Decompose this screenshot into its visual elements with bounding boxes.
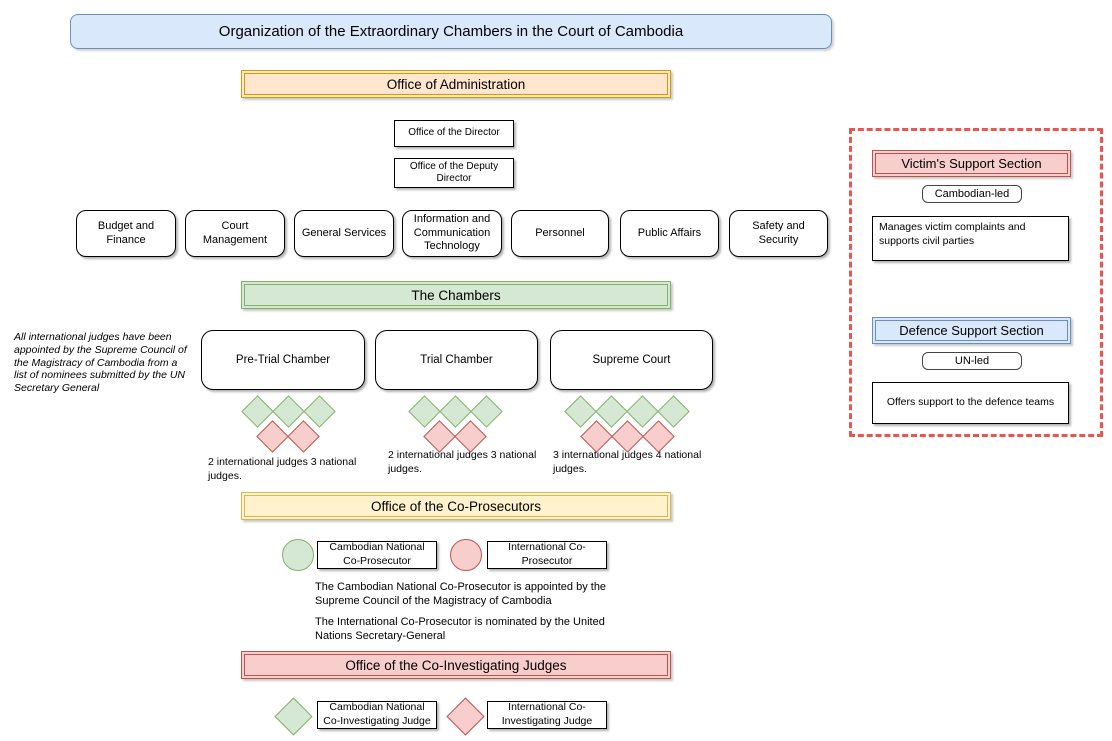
international-judge-diamond-icon [287,419,320,453]
supreme-court-box: Supreme Court [550,330,713,390]
department-safety-security: Safety and Security [729,210,828,257]
international-judge-diamond-icon [256,419,289,453]
pre-trial-chamber-box: Pre-Trial Chamber [201,330,365,390]
chambers-banner: The Chambers [241,281,671,309]
national-judge-diamond-icon [564,394,597,428]
department-public-affairs: Public Affairs [620,210,719,257]
pre-trial-judges-caption: 2 international judges 3 national judges… [208,456,357,483]
support-sections-panel [849,128,1103,437]
national-judge-diamond-icon [657,394,690,428]
national-judge-diamond-icon [302,394,336,428]
department-personnel: Personnel [511,210,609,257]
international-co-prosecutor-circle-icon [450,539,482,571]
victims-support-description: Manages victim complaints and supports c… [872,216,1069,261]
national-judge-diamond-icon [626,394,659,428]
co-investigating-judges-banner: Office of the Co-Investigating Judges [241,651,671,679]
department-court-management: Court Management [185,210,285,257]
victims-support-banner: Victim's Support Section [872,150,1071,177]
defence-support-lead-badge: UN-led [922,352,1022,370]
international-co-investigating-judge-diamond-icon [445,696,485,736]
administration-banner: Office of Administration [241,70,671,98]
national-co-investigating-judge-diamond-icon [273,696,313,736]
national-co-prosecutor-note: The Cambodian National Co-Prosecutor is … [315,581,607,608]
defence-support-banner: Defence Support Section [872,317,1071,344]
office-of-director-box: Office of the Director [394,120,514,147]
national-co-prosecutor-circle-icon [282,539,314,571]
national-co-investigating-judge-label: Cambodian National Co-Investigating Judg… [317,701,437,729]
chart-title: Organization of the Extraordinary Chambe… [70,14,832,49]
department-budget-finance: Budget and Finance [76,210,176,257]
national-judge-diamond-icon [469,394,503,428]
victims-support-lead-badge: Cambodian-led [922,185,1022,203]
international-co-prosecutor-label: International Co-Prosecutor [487,541,607,569]
trial-judges-caption: 2 international judges 3 national judges… [388,449,537,476]
national-co-prosecutor-label: Cambodian National Co-Prosecutor [317,541,437,569]
international-co-investigating-judge-label: International Co-Investigating Judge [487,701,607,729]
office-of-deputy-director-box: Office of the Deputy Director [394,158,514,188]
international-co-prosecutor-note: The International Co-Prosecutor is nomin… [315,616,605,643]
national-judge-diamond-icon [595,394,628,428]
department-ict: Information and Communication Technology [402,210,502,257]
international-judges-note: All international judges have been appoi… [14,331,187,395]
co-prosecutors-banner: Office of the Co-Prosecutors [241,492,671,520]
defence-support-description: Offers support to the defence teams [872,382,1069,424]
supreme-judges-caption: 3 international judges 4 national judges… [553,449,702,476]
trial-chamber-box: Trial Chamber [375,330,538,390]
department-general-services: General Services [294,210,394,257]
